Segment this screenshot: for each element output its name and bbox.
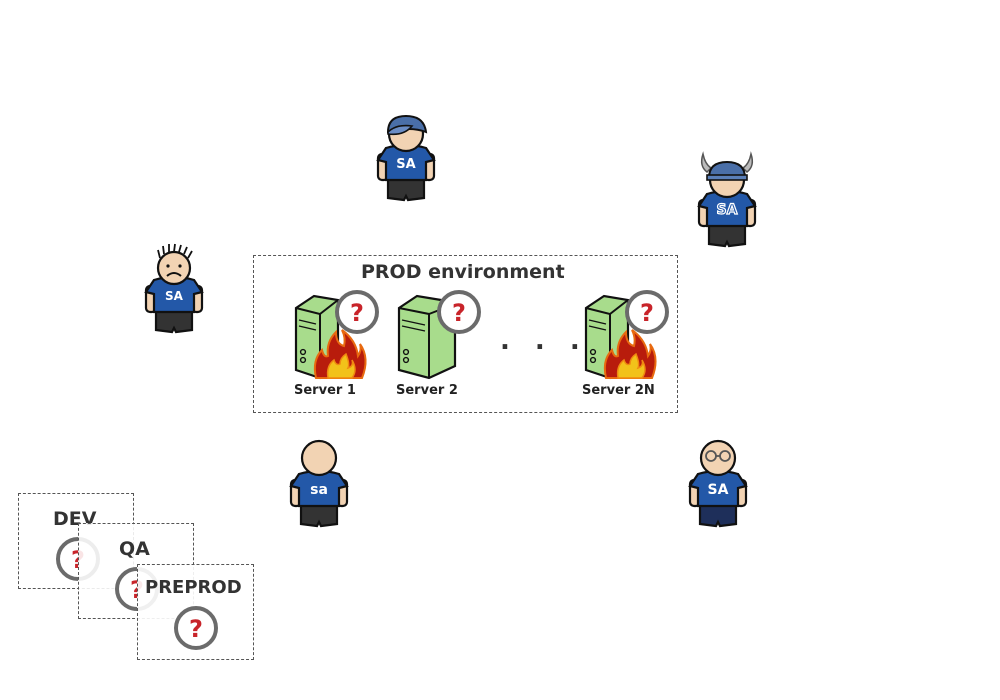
svg-text:?: ? — [452, 299, 466, 327]
env-card-qa-title: QA — [119, 538, 150, 560]
server-1[interactable]: ? — [290, 290, 380, 380]
glasses-icon — [705, 450, 731, 462]
spiky-hair-icon — [157, 243, 193, 259]
svg-text:?: ? — [350, 299, 364, 327]
shirt-label: SA — [165, 289, 184, 303]
prod-environment-title: PROD environment — [361, 261, 565, 283]
server-2-label: Server 2 — [396, 383, 458, 398]
question-mark-icon: ? — [174, 606, 218, 650]
server-2n[interactable]: ? — [580, 290, 670, 380]
env-card-preprod[interactable]: PREPROD ? — [137, 564, 254, 660]
fire-icon — [603, 329, 657, 379]
server-2[interactable]: ? — [393, 290, 483, 380]
ellipsis: . . . — [500, 326, 588, 356]
env-card-preprod-title: PREPROD — [145, 577, 242, 598]
fire-icon — [313, 329, 367, 379]
server-2n-label: Server 2N — [582, 383, 655, 398]
sysadmin-cap: SA — [376, 112, 436, 204]
sysadmin-viking: SA — [697, 151, 757, 250]
question-mark-icon: ? — [437, 290, 481, 334]
sysadmin-sad: SA — [144, 243, 204, 336]
question-mark-icon: ? — [335, 290, 379, 334]
sysadmin-glasses: SA — [688, 438, 748, 530]
svg-text:?: ? — [189, 615, 203, 643]
server-1-label: Server 1 — [294, 383, 356, 398]
svg-text:?: ? — [640, 299, 654, 327]
shirt-label: SA — [396, 157, 415, 172]
cap-icon — [386, 114, 428, 136]
shirt-label: SA — [708, 482, 729, 498]
sysadmin-bald: sa — [289, 438, 349, 530]
viking-helmet-icon — [700, 151, 754, 181]
question-mark-icon: ? — [625, 290, 669, 334]
shirt-label: sa — [310, 482, 328, 498]
shirt-label: SA — [717, 202, 738, 218]
